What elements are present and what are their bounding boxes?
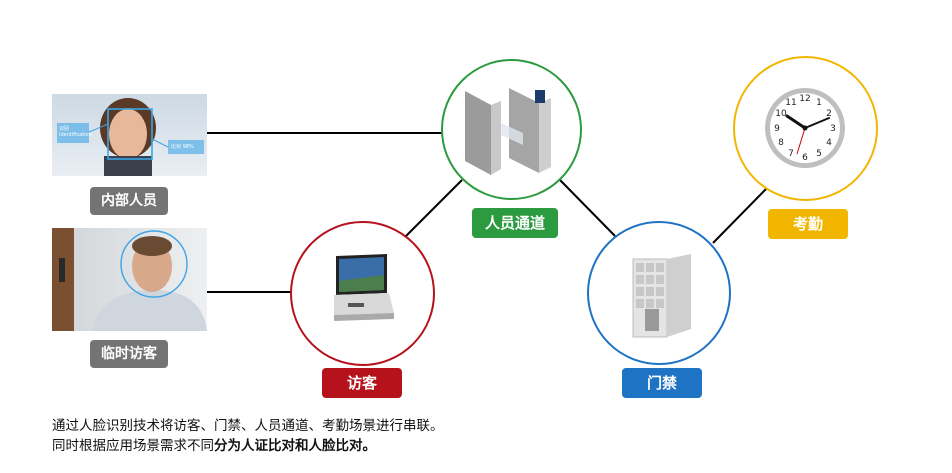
svg-text:5: 5 <box>816 149 822 159</box>
caption-line-2-bold: 分为人证比对和人脸比对。 <box>214 438 376 454</box>
overlay-tag-3: 比对 98% <box>171 144 194 150</box>
svg-text:3: 3 <box>830 124 836 134</box>
caption-line-2-normal: 同时根据应用场景需求不同 <box>52 438 214 454</box>
terminal-icon <box>334 254 394 321</box>
svg-text:6: 6 <box>802 153 808 163</box>
staff-face-photo: 识别 Identification 比对 98% <box>52 94 207 176</box>
visitor-face-photo <box>52 228 207 331</box>
door-node-label: 门禁 <box>622 368 702 398</box>
svg-text:10: 10 <box>775 109 787 119</box>
connector-passage-to-door <box>559 179 616 237</box>
visitor-face-image <box>52 228 207 331</box>
attendance-node-label: 考勤 <box>768 209 848 239</box>
svg-text:2: 2 <box>826 109 832 119</box>
staff-label: 内部人员 <box>90 187 168 215</box>
overlay-tag-1: 识别 <box>59 126 70 132</box>
svg-text:11: 11 <box>785 98 796 108</box>
visitor-source-label: 临时访客 <box>90 340 168 368</box>
visitor-node-circle <box>290 221 435 366</box>
turnstile-icon <box>465 88 551 175</box>
overlay-tag-2: Identification <box>59 132 92 138</box>
caption-line-1: 通过人脸识别技术将访客、门禁、人员通道、考勤场景进行串联。 <box>52 418 444 434</box>
door-node-circle <box>587 221 731 365</box>
staff-face-image <box>57 98 204 176</box>
connector-visitor-to-passage <box>404 179 463 238</box>
caption-line-2: 同时根据应用场景需求不同分为人证比对和人脸比对。 <box>52 436 376 456</box>
svg-text:7: 7 <box>788 149 794 159</box>
svg-text:1: 1 <box>816 98 822 108</box>
door-icon <box>632 254 691 338</box>
svg-text:4: 4 <box>826 138 832 148</box>
passage-node-circle <box>441 59 582 200</box>
connector-door-to-attendance <box>712 187 768 244</box>
visitor-node-label: 访客 <box>322 368 402 398</box>
svg-text:9: 9 <box>774 124 780 134</box>
svg-text:12: 12 <box>799 94 810 104</box>
svg-text:8: 8 <box>778 138 784 148</box>
passage-node-label: 人员通道 <box>472 208 558 238</box>
